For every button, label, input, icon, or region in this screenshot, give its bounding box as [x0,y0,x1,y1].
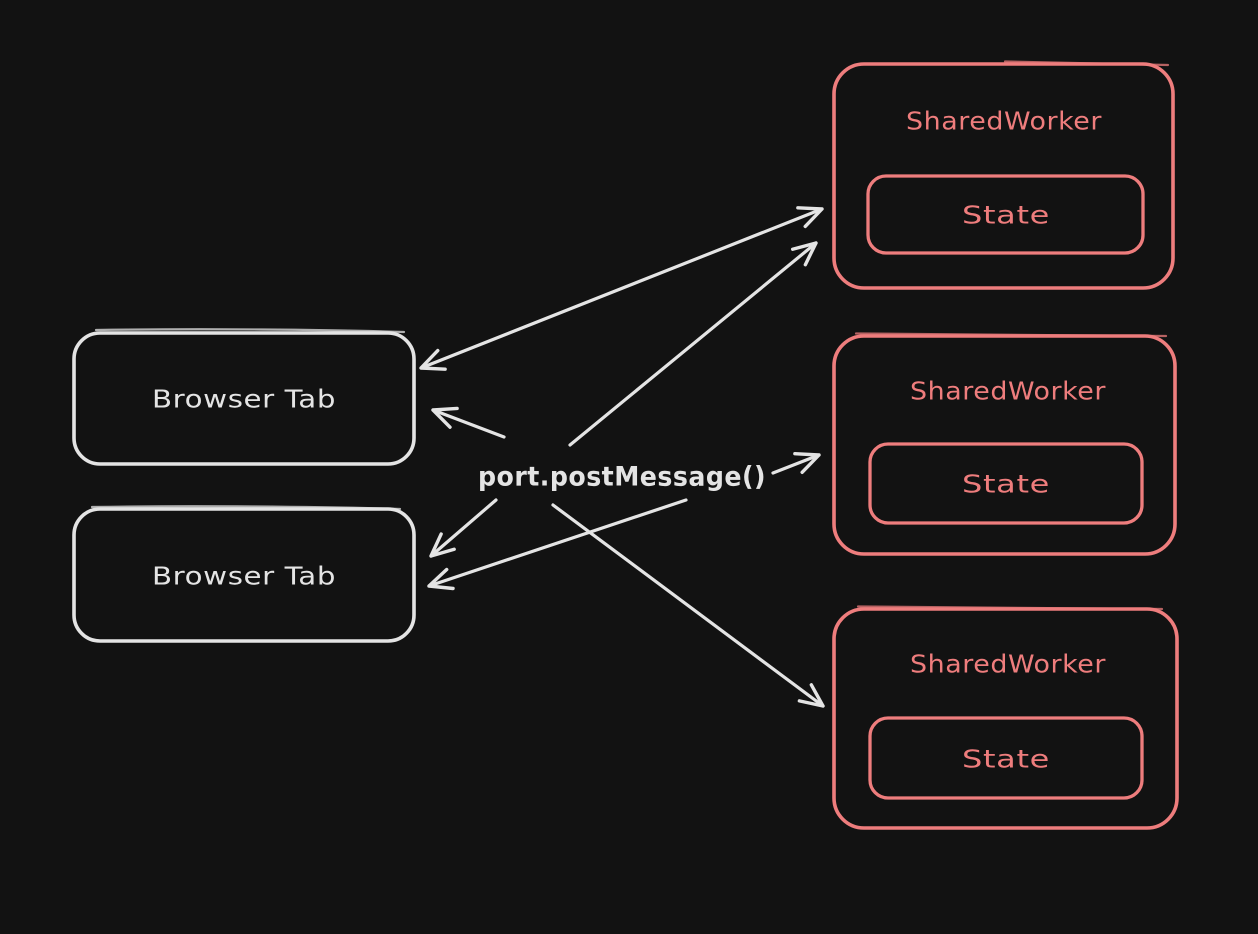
sketch-stroke [1003,60,1170,67]
shared-worker-1-label[interactable]: SharedWorker [906,107,1102,136]
sketch-stroke [94,328,406,334]
arrow-label-to-browser-tab-1[interactable] [431,406,506,439]
shared-worker-2-state-box[interactable] [868,442,1144,525]
shared-worker-3-box[interactable] [832,607,1179,830]
arrow-browser-tab-1-shared-worker-1-bidirectional[interactable] [419,206,824,371]
arrows-layer [419,206,825,708]
node-shared-worker-2[interactable]: SharedWorker State [832,332,1177,556]
arrow-label-to-browser-tab-2-second[interactable] [427,498,688,591]
arrow-label-to-shared-worker-1[interactable] [568,241,818,447]
browser-tab-1-box[interactable] [72,331,416,466]
node-browser-tab-2[interactable]: Browser Tab [72,505,416,643]
browser-tab-2-label[interactable]: Browser Tab [152,562,336,591]
shared-worker-1-state-box[interactable] [866,174,1145,255]
arrow-label-to-browser-tab-2[interactable] [429,498,498,558]
shared-worker-2-state-label[interactable]: State [962,470,1050,499]
shared-worker-2-box[interactable] [832,334,1177,556]
browser-tab-2-box[interactable] [72,507,416,643]
shared-worker-3-state-box[interactable] [868,716,1144,800]
browser-tab-1-label[interactable]: Browser Tab [152,385,336,414]
node-browser-tab-1[interactable]: Browser Tab [72,328,416,466]
shared-worker-2-label[interactable]: SharedWorker [910,377,1106,406]
shared-worker-1-box[interactable] [832,62,1175,290]
sketch-stroke [854,332,1168,338]
sketch-stroke [856,605,1164,611]
port-postmessage-label[interactable]: port.postMessage() [478,462,766,493]
shared-worker-1-state-label[interactable]: State [962,201,1050,230]
node-shared-worker-1[interactable]: SharedWorker State [832,60,1175,290]
arrow-label-to-shared-worker-3[interactable] [551,503,825,708]
shared-worker-3-label[interactable]: SharedWorker [910,650,1106,679]
arrow-label-to-shared-worker-2[interactable] [771,452,821,475]
node-shared-worker-3[interactable]: SharedWorker State [832,605,1179,830]
sketch-stroke [90,505,402,511]
shared-worker-3-state-label[interactable]: State [962,745,1050,774]
